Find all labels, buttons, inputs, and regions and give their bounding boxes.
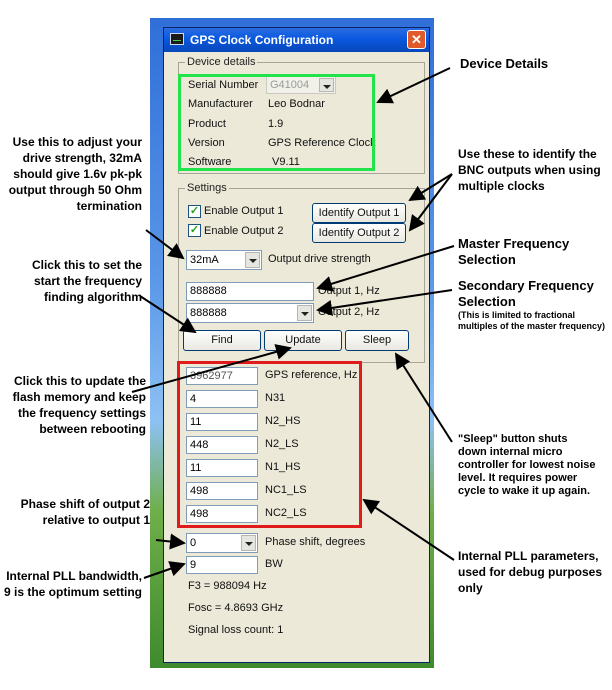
bw-label: BW	[265, 558, 283, 570]
app-icon	[170, 33, 184, 45]
device-details-group: Device details	[178, 56, 425, 174]
version-label: Version	[188, 137, 225, 149]
phase-shift-select[interactable]: 0	[186, 533, 258, 553]
close-button[interactable]: ✕	[407, 30, 426, 49]
identify-output1-button[interactable]: Identify Output 1	[312, 203, 406, 223]
sleep-button[interactable]: Sleep	[345, 330, 409, 351]
n2-ls-label: N2_LS	[265, 438, 299, 450]
nc1-ls-label: NC1_LS	[265, 484, 307, 496]
annotation-secondary-freq: Secondary Frequency Selection (This is l…	[458, 278, 608, 332]
arrow-identify-2	[408, 173, 453, 232]
drive-strength-label: Output drive strength	[268, 253, 371, 265]
settings-title: Settings	[185, 182, 229, 194]
fosc-readout: Fosc = 4.8693 GHz	[188, 602, 284, 614]
window-title: GPS Clock Configuration	[190, 33, 334, 47]
output1-frequency-input[interactable]: 888888	[186, 282, 314, 301]
n31-label: N31	[265, 392, 286, 404]
annotation-find: Click this to set the start the frequenc…	[31, 258, 142, 304]
product-label: Product	[188, 118, 226, 130]
software-value: V9.11	[272, 156, 300, 168]
output2-frequency-value: 888888	[190, 307, 227, 319]
nc2-ls-input[interactable]: 498	[186, 505, 258, 523]
n2-hs-input[interactable]: 11	[186, 413, 258, 431]
serial-number-label: Serial Number	[188, 79, 259, 91]
find-button[interactable]: Find	[183, 330, 261, 351]
bw-input[interactable]: 9	[186, 556, 258, 574]
serial-number-value: G41004	[270, 79, 310, 91]
annotation-phase: Phase shift of output 2 relative to outp…	[20, 497, 150, 527]
arrow-find	[139, 295, 197, 334]
signal-loss-readout: Signal loss count: 1	[188, 624, 284, 636]
product-value: 1.9	[268, 118, 284, 130]
enable-output1-label: Enable Output 1	[204, 205, 284, 217]
arrow-device-details	[376, 67, 451, 104]
annotation-drive-strength: Use this to adjust your drive strength, …	[8, 135, 142, 213]
arrow-sleep	[394, 352, 453, 443]
software-label: Software	[188, 156, 232, 168]
annotation-secondary-freq-note: (This is limited to fractional multiples…	[458, 310, 606, 331]
output2-frequency-select[interactable]: 888888	[186, 303, 314, 323]
annotation-sleep: "Sleep" button shuts down internal micro…	[458, 433, 596, 497]
chevron-down-icon[interactable]	[241, 535, 256, 551]
annotation-bw: Internal PLL bandwidth, 9 is the optimum…	[4, 569, 143, 599]
drive-strength-value: 32mA	[190, 254, 219, 266]
pll-params-highlight	[177, 361, 362, 528]
arrow-update	[131, 344, 292, 393]
f3-readout: F3 = 988094 Hz	[188, 580, 267, 592]
identify-output2-button[interactable]: Identify Output 2	[312, 223, 406, 243]
arrow-secondary-freq	[316, 289, 453, 316]
enable-output1-checkbox[interactable]: ✓	[188, 205, 201, 218]
n1-hs-input[interactable]: 11	[186, 459, 258, 477]
version-value: GPS Reference Clock	[268, 137, 376, 149]
phase-shift-label: Phase shift, degrees	[265, 536, 366, 548]
enable-output2-checkbox[interactable]: ✓	[188, 224, 201, 237]
arrow-drive-strength	[145, 229, 185, 260]
chevron-down-icon[interactable]	[245, 252, 260, 268]
gps-reference-label: GPS reference, Hz	[265, 369, 358, 381]
annotation-pll-params: Internal PLL parameters, used for debug …	[458, 549, 603, 595]
checkmark-icon: ✓	[189, 205, 200, 217]
n2-hs-label: N2_HS	[265, 415, 301, 427]
close-icon: ✕	[411, 32, 422, 47]
arrow-bw	[143, 561, 186, 579]
manufacturer-label: Manufacturer	[188, 98, 253, 110]
enable-output2-label: Enable Output 2	[204, 225, 284, 237]
nc1-ls-input[interactable]: 498	[186, 482, 258, 500]
nc2-ls-label: NC2_LS	[265, 507, 307, 519]
n2-ls-input[interactable]: 448	[186, 436, 258, 454]
drive-strength-select[interactable]: 32mA	[186, 250, 262, 270]
chevron-down-icon[interactable]	[319, 78, 334, 92]
output2-label: Output 2, Hz	[318, 306, 380, 318]
chevron-down-icon[interactable]	[297, 305, 312, 321]
device-details-highlight	[178, 74, 375, 171]
annotation-device-details: Device Details	[460, 56, 549, 71]
arrow-master-freq	[316, 245, 455, 292]
device-details-title: Device details	[185, 56, 258, 68]
checkmark-icon: ✓	[189, 224, 200, 236]
n1-hs-label: N1_HS	[265, 461, 301, 473]
annotation-master-freq: Master Frequency Selection	[458, 236, 570, 267]
n31-input[interactable]: 4	[186, 390, 258, 408]
annotation-secondary-freq-title: Secondary Frequency Selection	[458, 278, 594, 309]
arrow-pll-params	[362, 498, 455, 561]
manufacturer-value: Leo Bodnar	[268, 98, 325, 110]
arrow-phase	[155, 533, 186, 550]
serial-number-select[interactable]: G41004	[266, 76, 336, 94]
phase-shift-value: 0	[190, 537, 197, 549]
title-bar[interactable]: GPS Clock Configuration ✕	[164, 28, 429, 52]
arrow-identify-1	[408, 173, 453, 202]
annotation-identify: Use these to identify the BNC outputs wh…	[458, 147, 601, 193]
annotation-update: Click this to update the flash memory an…	[12, 374, 146, 436]
